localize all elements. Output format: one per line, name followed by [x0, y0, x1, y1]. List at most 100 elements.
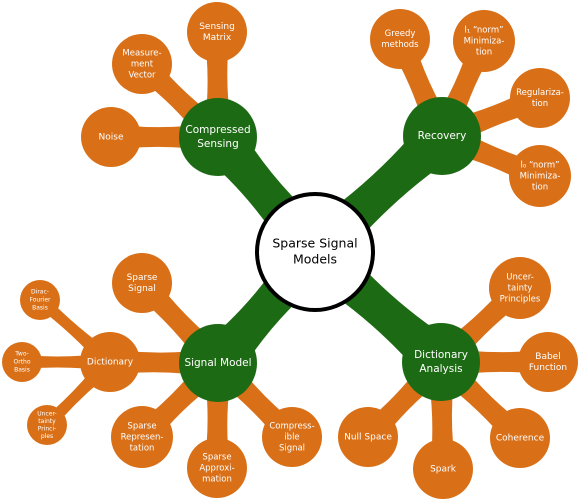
node-uncertainty-principles-small-label: ples: [41, 433, 53, 440]
node-sparse-representation-label: tation: [130, 444, 155, 454]
node-l0-minimization-label: l₀ “norm”: [520, 161, 559, 171]
node-null-space: Null Space: [338, 407, 398, 467]
node-sparse-signal-models-label: Sparse Signal: [272, 236, 357, 251]
node-l1-minimization-label: Minimiza-: [464, 37, 505, 47]
node-regularization-label: tion: [532, 99, 548, 109]
node-l0-minimization-label: tion: [532, 183, 548, 193]
node-sparse-approximation-circle: [187, 438, 247, 498]
node-compressible-signal-label: ible: [284, 433, 299, 443]
node-regularization-circle: [510, 68, 570, 128]
node-noise: Noise: [81, 107, 141, 167]
node-sensing-matrix-circle: [187, 2, 247, 62]
node-l1-minimization-label: l₁ “norm”: [464, 26, 503, 36]
node-coherence-label: Coherence: [496, 434, 545, 444]
node-babel-function-label: Function: [529, 363, 567, 373]
node-two-ortho-basis-label: Ortho: [13, 359, 30, 366]
node-two-ortho-basis-circle: [2, 342, 42, 382]
node-l0-minimization-label: Minimiza-: [520, 172, 561, 182]
node-uncertainty-principles-label: Principles: [500, 295, 541, 305]
node-sparse-representation-label: Sparse: [127, 422, 156, 432]
node-sparse-signal-models-label: Models: [293, 252, 337, 267]
node-sparse-representation-label: Represen-: [121, 433, 164, 443]
node-sparse-signal-models-circle: [255, 192, 375, 312]
node-dictionary-analysis-circle: [402, 323, 480, 401]
node-sparse-approximation-label: Approxi-: [199, 464, 234, 474]
node-sensing-matrix-label: Matrix: [203, 33, 232, 43]
node-compressible-signal-label: Compress-: [269, 422, 314, 432]
node-sensing-matrix-label: Sensing: [199, 22, 235, 32]
node-uncertainty-principles-small-label: tainty: [38, 418, 56, 425]
node-noise-label: Noise: [99, 133, 124, 143]
node-sparse-signal-circle: [112, 253, 172, 313]
node-spark-circle: [413, 439, 473, 499]
node-greedy-methods-circle: [370, 9, 430, 69]
node-sparse-signal-label: Sparse: [127, 273, 158, 283]
node-layer: SensingMatrixMeasure-mentVectorNoiseGree…: [2, 2, 578, 499]
node-null-space-label: Null Space: [344, 433, 392, 443]
node-l1-minimization: l₁ “norm”Minimiza-tion: [453, 10, 515, 72]
node-dictionary-analysis-label: Analysis: [419, 363, 462, 375]
node-dirac-fourier-basis-label: Dirac-: [31, 289, 49, 296]
node-l1-minimization-circle: [453, 10, 515, 72]
node-dirac-fourier-basis-label: Fourier: [29, 297, 51, 304]
node-greedy-methods-label: Greedy: [385, 29, 416, 39]
node-recovery-label: Recovery: [418, 130, 467, 142]
node-signal-model: Signal Model: [179, 324, 257, 402]
node-l0-minimization: l₀ “norm”Minimiza-tion: [509, 145, 571, 207]
node-spark-label: Spark: [430, 465, 457, 475]
node-signal-model-circle: [179, 324, 257, 402]
node-compressed-sensing-label: Sensing: [197, 138, 239, 150]
node-uncertainty-principles-small-label: Princi-: [38, 425, 57, 432]
node-l1-minimization-label: tion: [476, 48, 492, 58]
node-noise-circle: [81, 107, 141, 167]
node-measurement-vector-label: Vector: [128, 71, 156, 81]
node-two-ortho-basis-label: Basis: [14, 367, 30, 374]
node-null-space-circle: [338, 407, 398, 467]
node-recovery-circle: [403, 97, 481, 175]
node-uncertainty-principles-small-label: Uncer-: [37, 410, 56, 417]
node-measurement-vector-label: Measure-: [122, 49, 161, 59]
node-coherence-circle: [490, 408, 550, 468]
node-compressed-sensing-circle: [179, 98, 257, 176]
node-sparse-representation-circle: [111, 406, 173, 468]
node-uncertainty-principles-label: Uncer-: [506, 273, 534, 283]
node-regularization-label: Regulariza-: [516, 88, 564, 98]
node-compressible-signal-circle: [262, 407, 322, 467]
node-dirac-fourier-basis-circle: [20, 280, 60, 320]
node-coherence: Coherence: [490, 408, 550, 468]
node-dictionary-analysis-label: Dictionary: [414, 349, 468, 361]
node-l0-minimization-circle: [509, 145, 571, 207]
node-dictionary-circle: [80, 332, 140, 392]
node-compressed-sensing-label: Compressed: [185, 124, 250, 136]
node-sparse-signal-label: Signal: [128, 284, 156, 294]
node-signal-model-label: Signal Model: [184, 357, 251, 369]
node-dictionary-label: Dictionary: [87, 358, 134, 368]
node-babel-function-circle: [518, 332, 578, 392]
node-measurement-vector-label: ment: [131, 60, 154, 70]
node-uncertainty-principles-circle: [489, 257, 551, 319]
node-uncertainty-principles-small-circle: [27, 405, 67, 445]
node-spark: Spark: [413, 439, 473, 499]
node-babel-function-label: Babel: [535, 352, 560, 362]
node-sparse-approximation-label: mation: [202, 475, 232, 485]
node-two-ortho-basis-label: Two-: [14, 351, 29, 358]
node-uncertainty-principles-label: tainty: [508, 284, 533, 294]
node-recovery: Recovery: [403, 97, 481, 175]
node-compressible-signal-label: Signal: [279, 444, 305, 454]
node-dictionary: Dictionary: [80, 332, 140, 392]
node-dirac-fourier-basis-label: Basis: [32, 305, 48, 312]
